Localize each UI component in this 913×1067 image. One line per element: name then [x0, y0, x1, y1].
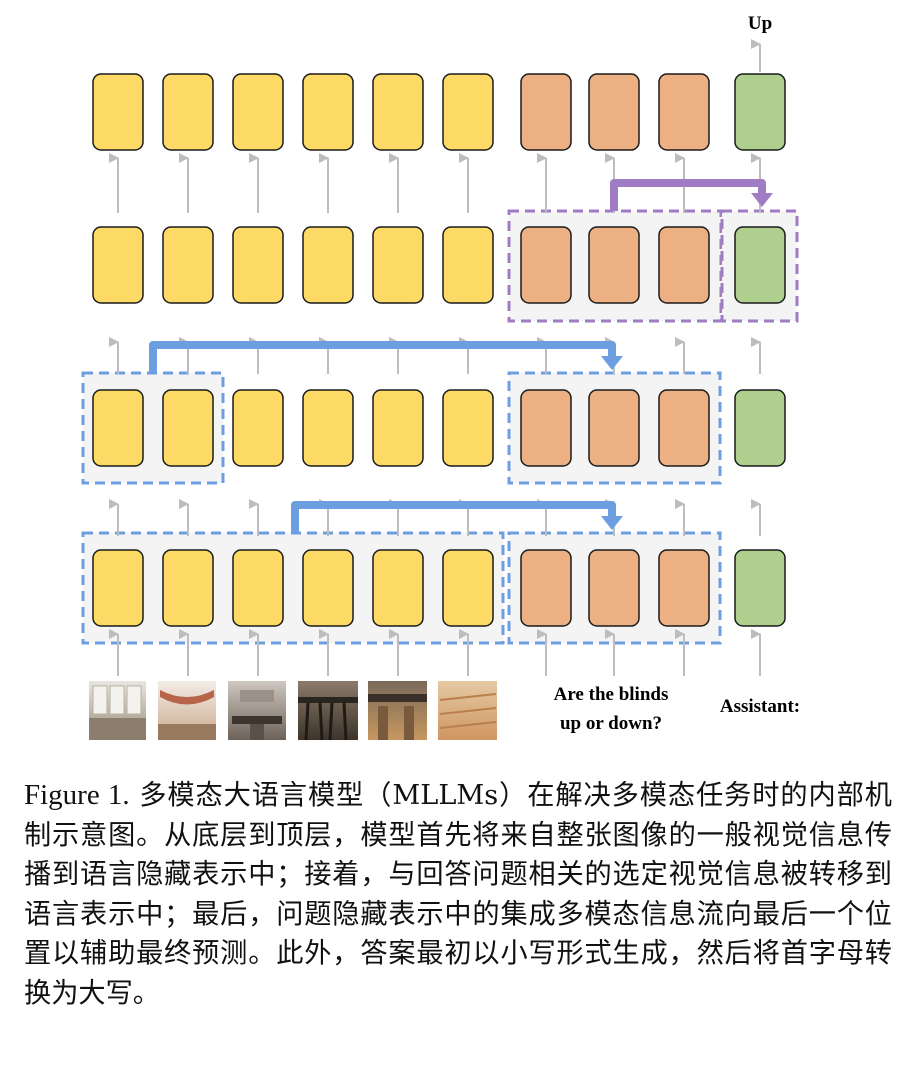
token-image-layer2-pos5	[372, 389, 424, 467]
token-image-layer1-pos4	[302, 549, 354, 627]
kitchen-patch-5-icon	[368, 681, 427, 740]
token-image-layer3-pos1	[92, 226, 144, 304]
kitchen-patch-6-icon	[438, 681, 497, 740]
token-image-layer4-pos4	[302, 73, 354, 151]
question-text-line1: Are the blinds	[554, 684, 669, 705]
token-question-layer1-pos7	[520, 549, 572, 627]
token-question-layer3-pos9	[658, 226, 710, 304]
kitchen-patch-2-icon	[158, 681, 216, 740]
token-question-layer4-pos9	[658, 73, 710, 151]
token-question-layer2-pos7	[520, 389, 572, 467]
kitchen-patch-4-icon	[298, 681, 358, 741]
question-text-line2: up or down?	[560, 713, 662, 734]
token-image-layer4-pos2	[162, 73, 214, 151]
token-image-layer4-pos6	[442, 73, 494, 151]
mllm-diagram: Up	[81, 13, 800, 741]
purple-flow-arrow-layer3	[610, 179, 766, 211]
token-image-layer3-pos5	[372, 226, 424, 304]
token-image-layer1-pos3	[232, 549, 284, 627]
token-image-layer1-pos5	[372, 549, 424, 627]
token-image-layer2-pos4	[302, 389, 354, 467]
token-image-layer2-pos3	[232, 389, 284, 467]
token-assistant-layer4-pos10	[734, 73, 786, 151]
purple-flow-arrow-layer3-head	[751, 193, 773, 207]
token-question-layer3-pos8	[588, 226, 640, 304]
token-image-layer2-pos1	[92, 389, 144, 467]
token-image-layer2-pos6	[442, 389, 494, 467]
kitchen-patch-1-icon	[89, 681, 146, 740]
assistant-label: Assistant:	[720, 696, 800, 717]
token-assistant-layer2-pos10	[734, 389, 786, 467]
token-image-layer4-pos5	[372, 73, 424, 151]
token-assistant-layer3-pos10	[734, 226, 786, 304]
token-image-layer3-pos4	[302, 226, 354, 304]
blue-flow-arrow-layer1-head	[601, 516, 623, 530]
output-label: Up	[748, 13, 772, 34]
token-image-layer1-pos6	[442, 549, 494, 627]
kitchen-patch-3-icon	[228, 681, 286, 740]
blue-flow-arrow-layer2-head	[601, 356, 623, 370]
token-question-layer4-pos8	[588, 73, 640, 151]
image-group-layer1	[81, 531, 505, 645]
token-image-layer4-pos1	[92, 73, 144, 151]
token-image-layer1-pos1	[92, 549, 144, 627]
token-assistant-layer1-pos10	[734, 549, 786, 627]
image-patches	[89, 681, 497, 741]
caption-text: 多模态大语言模型（MLLMs）在解决多模态任务时的内部机制示意图。从底层到顶层，…	[24, 780, 892, 1009]
blue-flow-arrow-layer1	[291, 501, 616, 533]
token-image-layer3-pos6	[442, 226, 494, 304]
token-image-layer4-pos3	[232, 73, 284, 151]
token-image-layer3-pos2	[162, 226, 214, 304]
token-question-layer1-pos9	[658, 549, 710, 627]
token-image-layer3-pos3	[232, 226, 284, 304]
figure-caption: Figure 1. 多模态大语言模型（MLLMs）在解决多模态任务时的内部机制示…	[24, 776, 892, 1013]
token-question-layer4-pos7	[520, 73, 572, 151]
figure-label: Figure 1.	[24, 779, 130, 811]
token-question-layer3-pos7	[520, 226, 572, 304]
token-question-layer2-pos9	[658, 389, 710, 467]
blue-flow-arrow-layer2	[149, 341, 616, 373]
token-question-layer2-pos8	[588, 389, 640, 467]
token-image-layer1-pos2	[162, 549, 214, 627]
token-image-layer2-pos2	[162, 389, 214, 467]
token-question-layer1-pos8	[588, 549, 640, 627]
